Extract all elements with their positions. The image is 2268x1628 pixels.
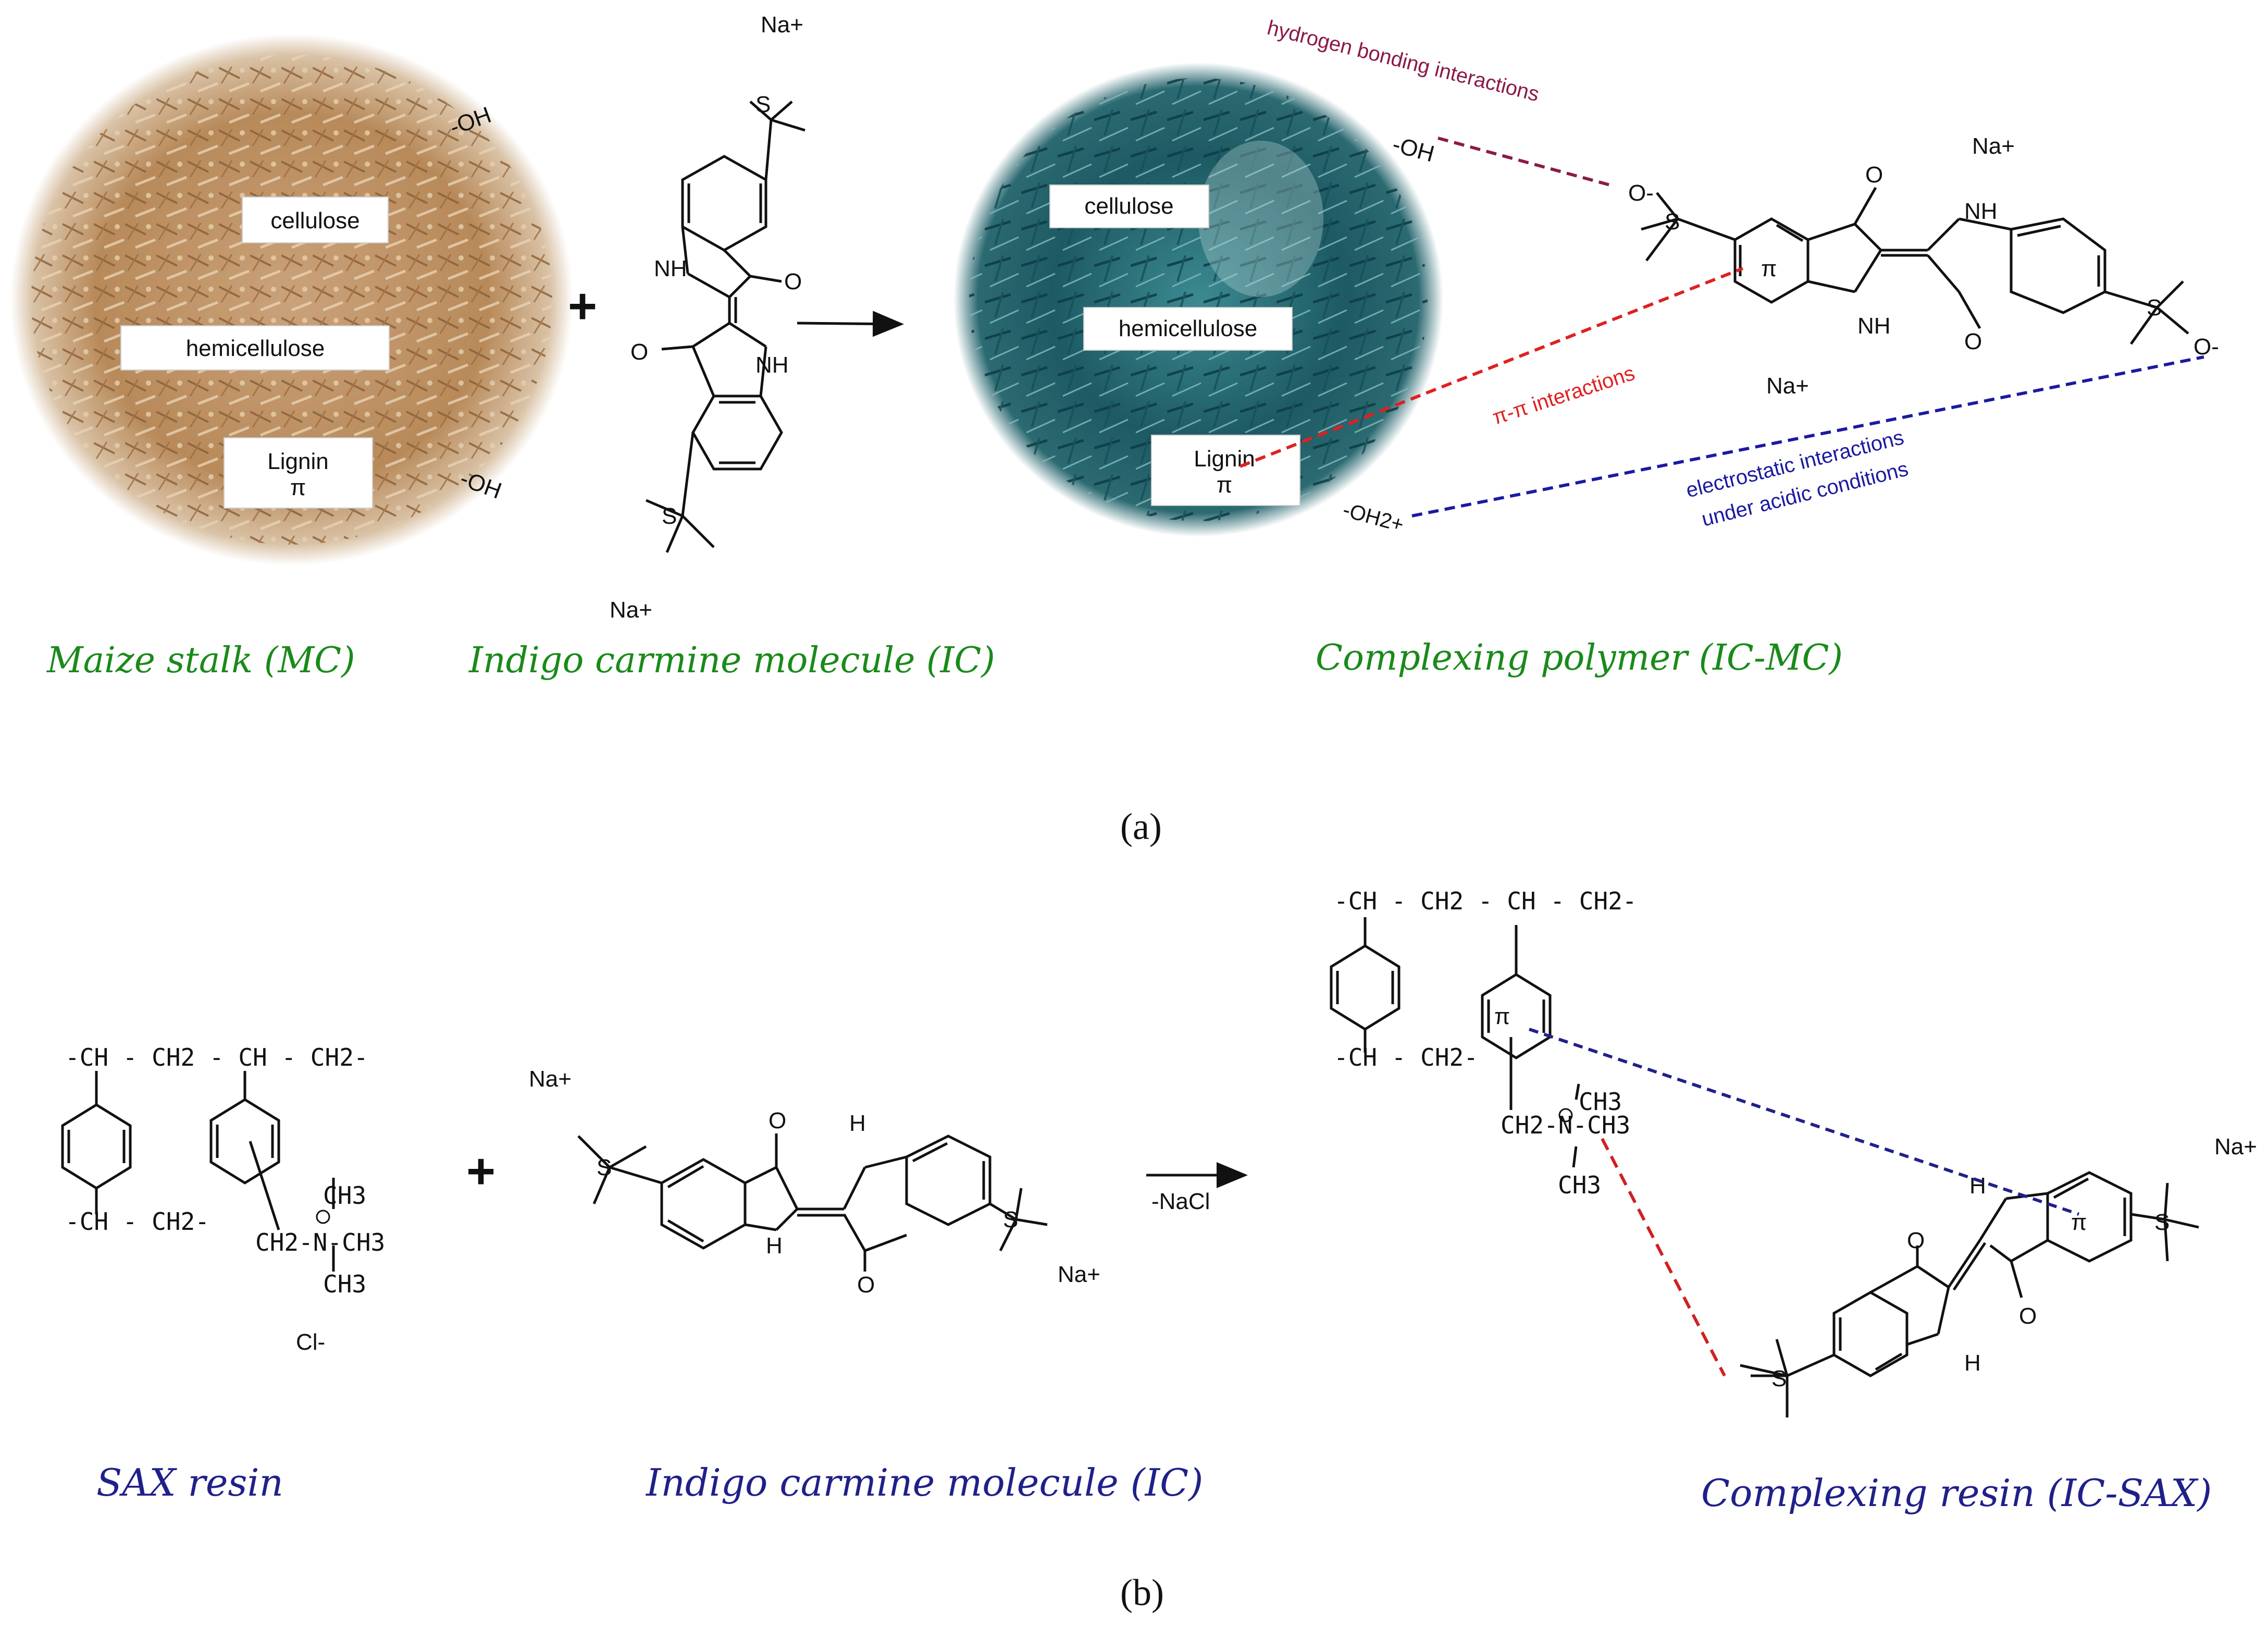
s-a-right: S — [2147, 295, 2162, 320]
electrostatic-line-b — [1601, 1138, 1726, 1377]
s-ic-top: S — [755, 92, 771, 117]
lignin-box-complex: Lignin π — [1151, 435, 1300, 506]
h-complex-top: H — [1969, 1173, 1986, 1199]
pipi-line — [1239, 267, 1744, 468]
caption-b: (b) — [1120, 1572, 1164, 1613]
o-ic-top: O — [784, 269, 802, 294]
cellulose-label-complex: cellulose — [1084, 193, 1173, 219]
lignin-box-a: Lignin π — [224, 437, 373, 509]
complex-chain-bottom: -CH - CH2- — [1334, 1043, 1478, 1071]
reaction-label: -NaCl — [1151, 1189, 1210, 1214]
na-ic-top: Na+ — [761, 12, 803, 38]
positive-charge-icon — [316, 1210, 330, 1224]
pi-label: π — [290, 475, 306, 500]
complex-ch3-bottom: CH3 — [1558, 1171, 1601, 1199]
cellulose-box-a: cellulose — [242, 196, 389, 243]
nh-a-left: NH — [1857, 313, 1891, 339]
s-ic-bottom: S — [662, 503, 677, 529]
s-a-left: S — [1665, 209, 1680, 235]
hemicellulose-label: hemicellulose — [186, 336, 325, 361]
sax-resin-rings — [61, 1071, 335, 1272]
resin-ch3-bottom: CH3 — [323, 1270, 366, 1298]
complex-resin-rings — [1330, 917, 1580, 1168]
oh2-complex: -OH2+ — [1341, 498, 1406, 536]
chloride-label: Cl- — [296, 1329, 325, 1355]
resin-chain-top: -CH - CH2 - CH - CH2- — [65, 1043, 368, 1071]
hemicellulose-label-complex: hemicellulose — [1119, 316, 1258, 341]
lignin-label: Lignin — [267, 449, 328, 474]
s-complex-left: S — [1771, 1366, 1787, 1391]
reaction-arrow-a — [797, 311, 904, 337]
maize-label: Maize stalk (MC) — [46, 640, 355, 681]
plus-sign-a: + — [568, 278, 597, 334]
resin-chain-bottom: -CH - CH2- — [65, 1207, 209, 1236]
s-complex-right: S — [2154, 1210, 2170, 1235]
o-minus-a-right: O- — [2193, 334, 2219, 360]
nh-b-left: H — [766, 1233, 783, 1259]
o-ic-bottom: O — [630, 339, 648, 365]
pipi-label: π-π interactions — [1490, 362, 1638, 429]
na-b-left: Na+ — [529, 1066, 572, 1092]
indigo-carmine-complex-b — [1740, 1171, 2199, 1417]
h-complex-bottom: H — [1964, 1350, 1981, 1376]
cellulose-box-complex: cellulose — [1049, 184, 1209, 228]
o-a-bottom: O — [1964, 329, 1982, 354]
positive-charge-icon-complex — [1558, 1108, 1573, 1123]
nh-b-right: H — [849, 1111, 866, 1136]
pi-interaction-line-b — [1529, 1028, 2079, 1216]
nh-ic-bottom: NH — [755, 352, 789, 378]
ic-label-b: Indigo carmine molecule (IC) — [645, 1461, 1203, 1504]
hemicellulose-box-complex: hemicellulose — [1083, 307, 1293, 351]
o-b-bottom: O — [857, 1272, 875, 1298]
cellulose-label: cellulose — [270, 208, 360, 233]
o-b-top: O — [769, 1108, 786, 1133]
na-a-mid: Na+ — [1766, 373, 1809, 399]
plus-sign-b: + — [466, 1143, 495, 1199]
sax-label: SAX resin — [96, 1461, 283, 1504]
complex-label-a: Complexing polymer (IC-MC) — [1316, 637, 1843, 679]
nh-ic-top: NH — [654, 256, 687, 281]
o-complex-top: O — [1907, 1228, 1925, 1253]
s-b-left: S — [597, 1155, 612, 1180]
pi-label-complex: π — [1217, 472, 1232, 498]
na-ic-bottom: Na+ — [610, 597, 652, 623]
indigo-carmine-horizontal-b — [577, 1133, 1048, 1272]
complex-label-b: Complexing resin (IC-SAX) — [1701, 1471, 2212, 1515]
caption-a: (a) — [1120, 806, 1162, 847]
resin-ch2n: CH2-N-CH3 — [255, 1228, 385, 1256]
o-a-top: O — [1865, 162, 1883, 188]
ic-label-a: Indigo carmine molecule (IC) — [468, 640, 995, 681]
o-minus-a-left: O- — [1628, 180, 1654, 206]
hemicellulose-box-a: hemicellulose — [120, 325, 390, 371]
lignin-label-complex: Lignin — [1194, 446, 1255, 472]
maize-stalk-image — [10, 34, 573, 565]
na-b-right: Na+ — [1058, 1262, 1100, 1287]
s-b-right: S — [1003, 1207, 1018, 1232]
resin-ch3-top: CH3 — [323, 1181, 366, 1210]
hbond-line — [1437, 137, 1610, 187]
pi-a-ring: π — [1761, 256, 1777, 281]
o-complex-bottom: O — [2019, 1303, 2037, 1329]
pi-complex-resin: π — [1494, 1004, 1510, 1029]
complex-ch2n: CH2-N-CH3 — [1501, 1111, 1630, 1139]
complex-ch3-top: CH3 — [1579, 1088, 1622, 1116]
nh-a-right: NH — [1964, 199, 1998, 224]
complex-chain-top: -CH - CH2 - CH - CH2- — [1334, 887, 1637, 915]
electrostatic-line — [1411, 355, 2204, 517]
na-complex-b: Na+ — [2214, 1134, 2257, 1160]
indigo-carmine-vertical — [646, 101, 805, 553]
na-a-top: Na+ — [1972, 133, 2015, 159]
indigo-carmine-horizontal-a — [1641, 187, 2189, 345]
